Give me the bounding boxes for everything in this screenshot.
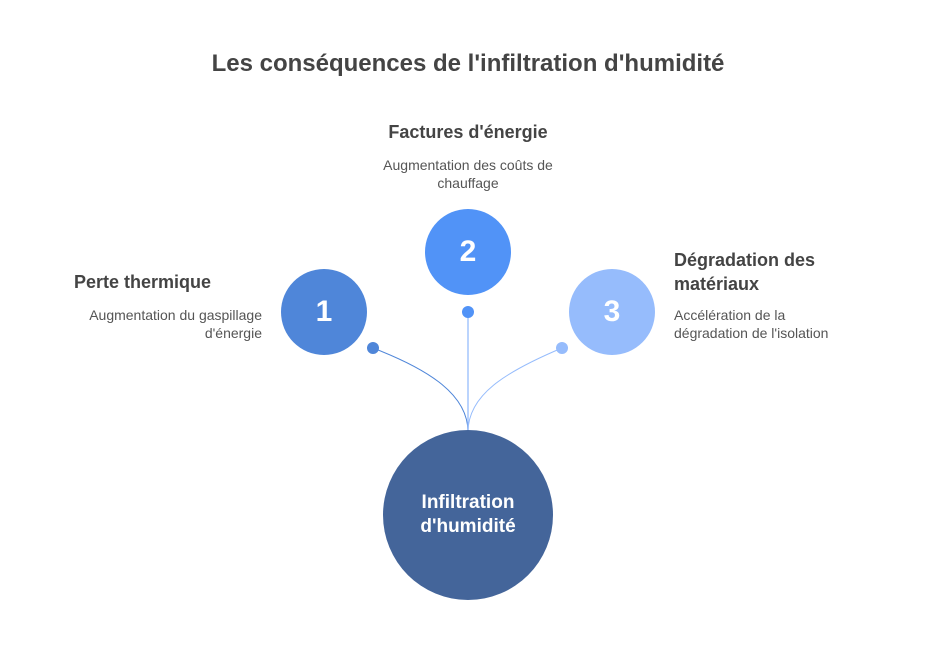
item-2-title: Factures d'énergie: [388, 122, 548, 142]
number-2: 2: [459, 235, 477, 268]
dot-3: [556, 342, 568, 354]
circle-2: [425, 209, 511, 295]
item-2-description: Augmentation des coûts de chauffage: [383, 157, 553, 191]
center-label: Infiltration d'humidité: [420, 492, 516, 537]
dot-2: [462, 306, 474, 318]
connector-1: [372, 347, 469, 433]
item-1-title: Perte thermique: [74, 272, 212, 292]
number-1: 1: [315, 295, 333, 328]
circle-3: [569, 269, 655, 355]
dot-1: [367, 342, 379, 354]
item-1-description: Augmentation du gaspillage d'énergie: [89, 307, 262, 341]
item-3-title: Dégradation des matériaux: [674, 250, 816, 294]
connector-3: [467, 347, 563, 433]
page-title: Les conséquences de l'infiltration d'hum…: [211, 50, 725, 77]
center-circle: [383, 430, 553, 600]
item-3-description: Accélération de la dégradation de l'isol…: [674, 307, 829, 341]
circle-1: [281, 269, 367, 355]
number-3: 3: [603, 295, 621, 328]
